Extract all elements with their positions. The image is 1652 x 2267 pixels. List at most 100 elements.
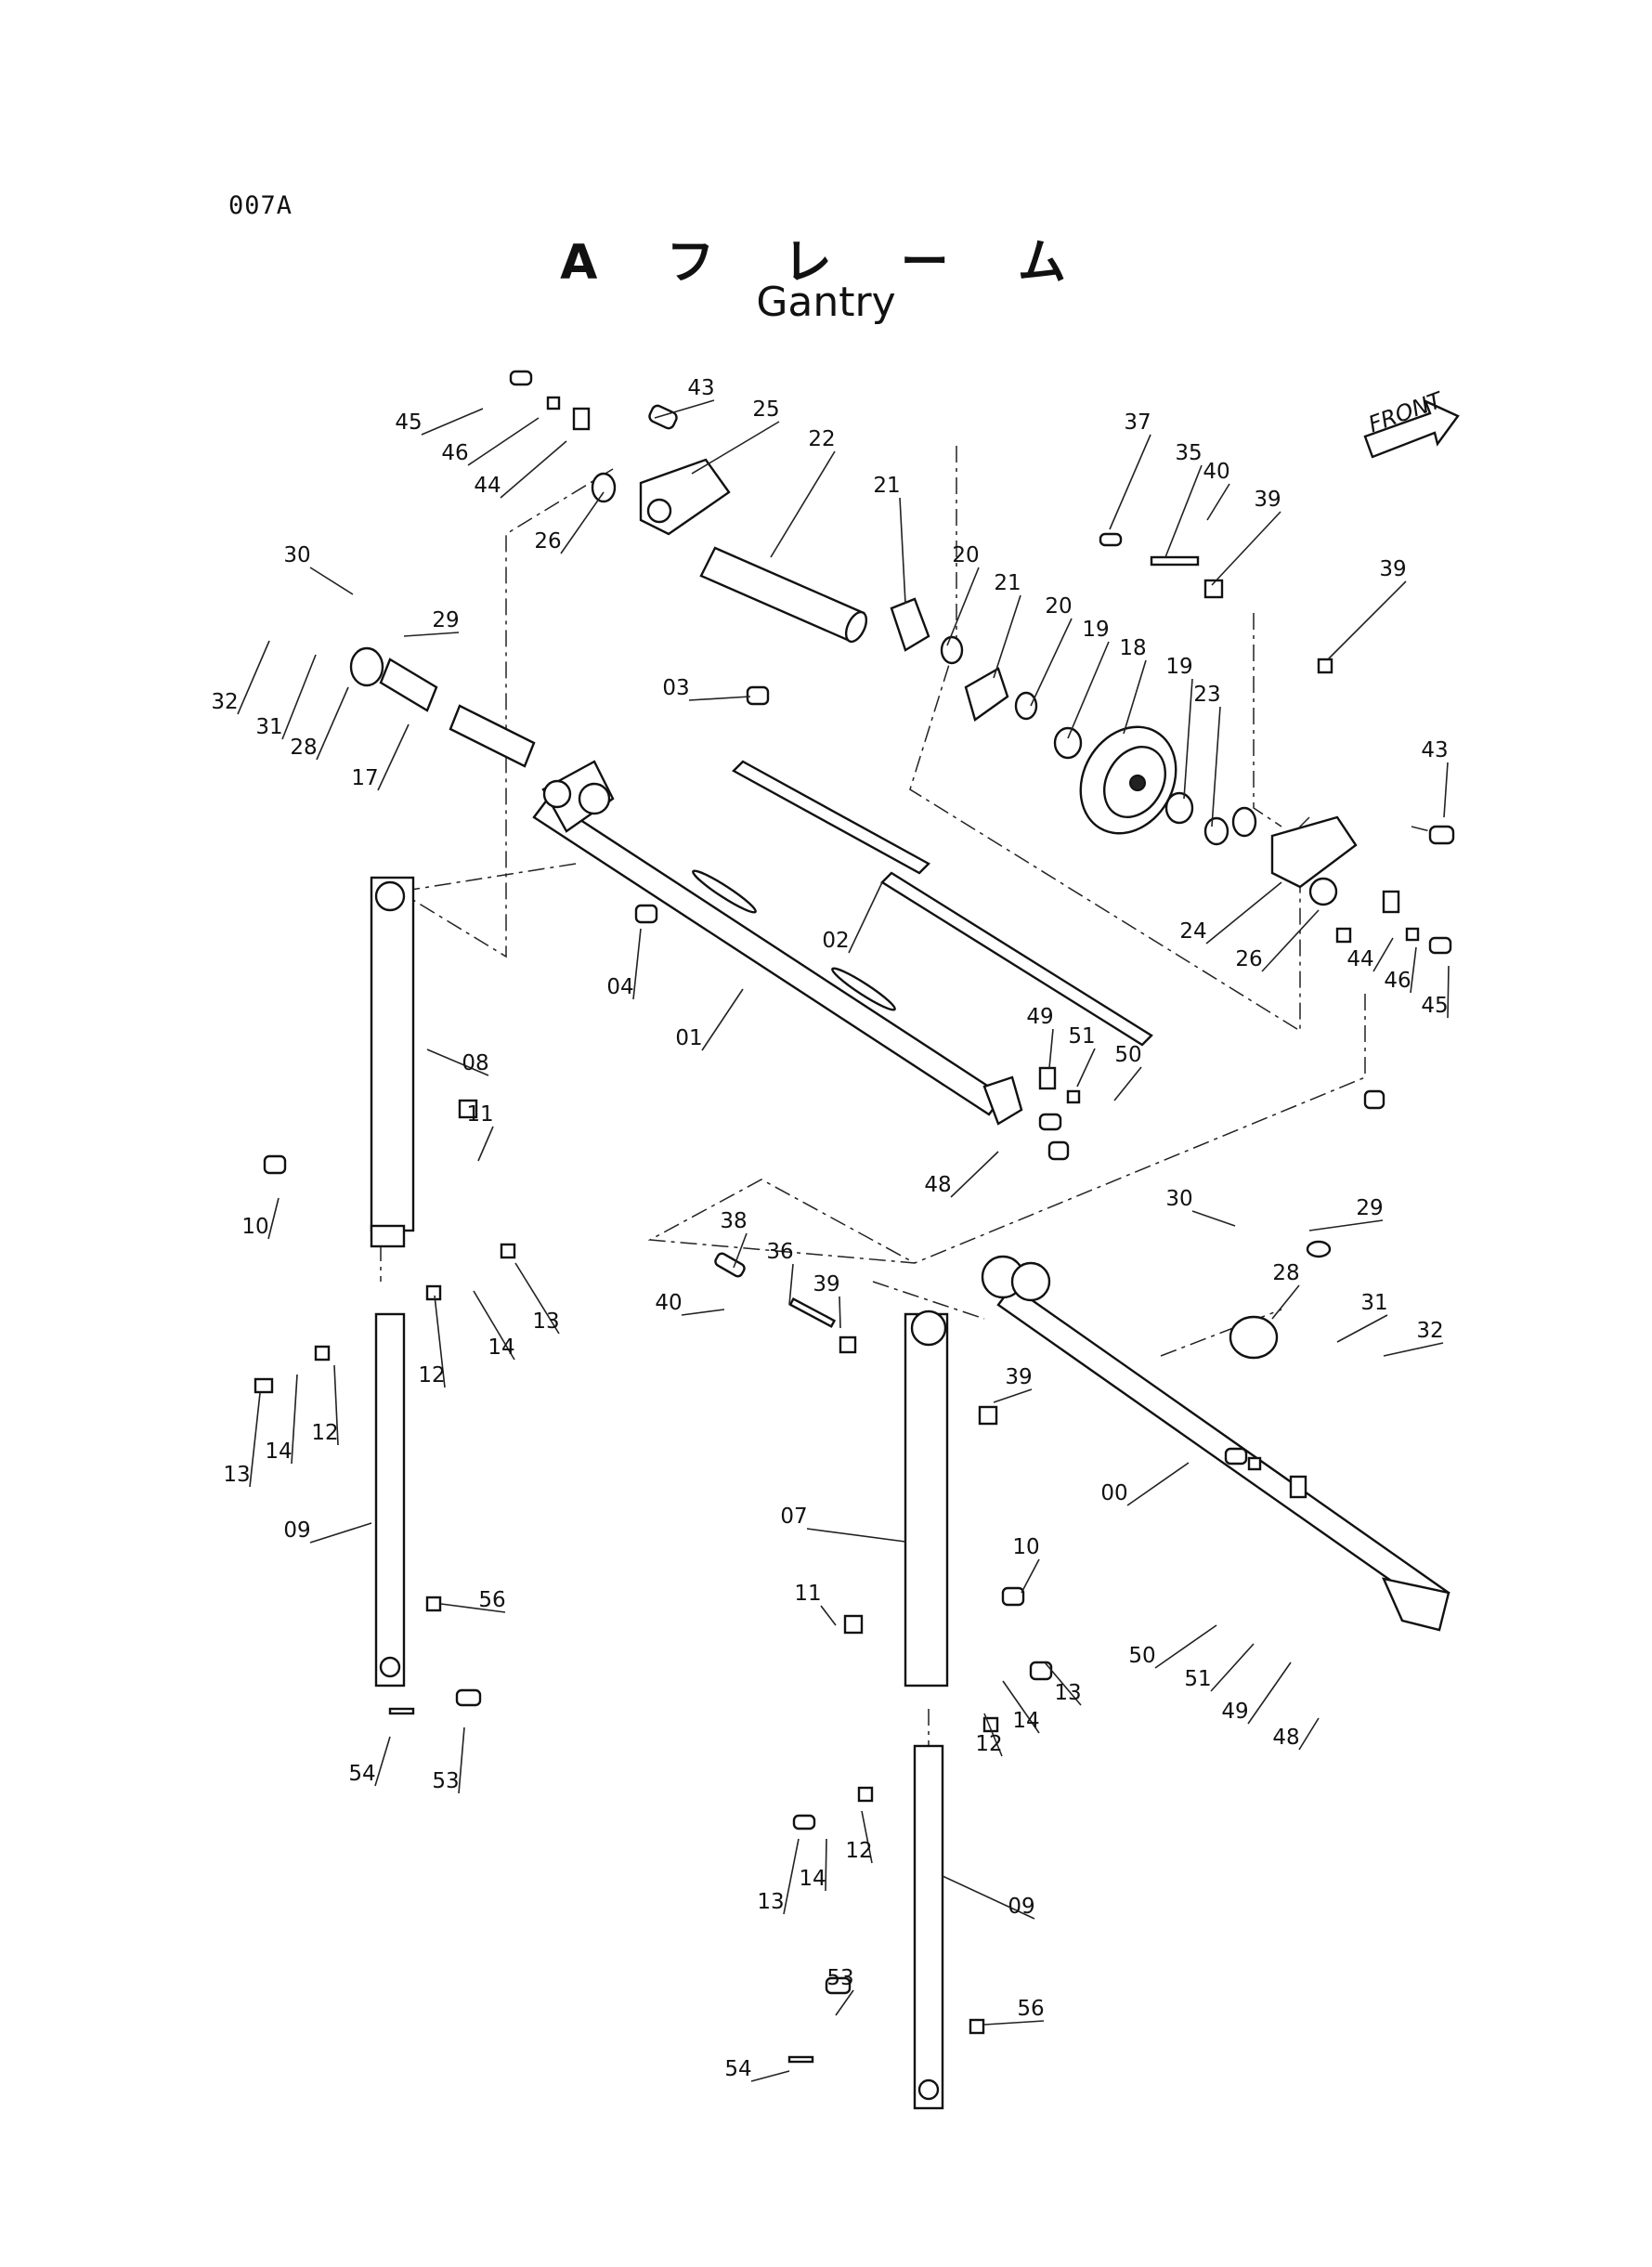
leader-line [267,1197,280,1240]
part-number-label: 56 [478,1588,505,1612]
part-number-label: 14 [265,1440,292,1464]
leader-line [788,1263,794,1306]
part-number-label: 39 [1379,557,1406,581]
part-number-label: 39 [1005,1365,1032,1389]
leader-line [1205,881,1282,945]
leader-line [477,1126,494,1162]
part-number-label: 51 [1184,1667,1211,1691]
leader-line [434,1295,446,1388]
leader-line [1327,580,1407,660]
part-number-label: 54 [724,2057,751,2081]
page-title-japanese: A フ レ ー ム [560,235,1092,291]
part-22-shaft [699,546,868,644]
part-24-bracket [1270,815,1358,889]
leader-line [309,1522,372,1544]
part-number-label: 35 [1175,441,1202,465]
part-number-label: 53 [432,1769,459,1793]
part-number-label: 46 [441,441,468,465]
part-number-label: 12 [845,1839,872,1863]
leader-line [942,1875,1035,1920]
part-number-label: 02 [822,929,849,953]
leader-line [1308,1219,1384,1231]
leader-line [377,723,410,791]
leader-line [839,1296,841,1329]
part-number-label: 14 [488,1335,514,1360]
part-number-label: 11 [466,1102,493,1127]
part-number-label: 11 [794,1582,821,1606]
part-number-label: 10 [1012,1535,1039,1559]
leader-line [1271,1284,1300,1320]
part-number-label: 22 [808,427,835,451]
leader-line [632,928,642,1000]
leader-line [691,421,780,475]
part-number-label: 43 [1421,738,1448,762]
leader-line [1021,1558,1040,1594]
leader-line [249,1392,261,1488]
part-number-label: 56 [1017,1997,1044,2021]
leader-line [1211,511,1281,586]
part-02-plates [732,760,1153,1047]
leader-line [426,1049,489,1076]
leader-line [1113,1066,1142,1101]
part-number-label: 13 [757,1890,784,1914]
part-number-label: 54 [348,1762,375,1786]
small-parts [254,370,1455,2064]
part-number-label: 48 [924,1173,951,1197]
part-number-label: 46 [1384,969,1411,993]
leader-line [848,881,883,954]
leader-line [983,1713,1003,1757]
page-code: 007A [228,191,293,220]
part-09-leg-right [913,1744,944,2110]
part-number-label: 45 [1421,994,1448,1018]
part-number-label: 19 [1165,655,1192,679]
part-number-label: 29 [1356,1196,1383,1220]
page-title: Gantry [756,279,896,326]
part-number-label: 53 [826,1966,853,1990]
leader-line [1261,909,1320,972]
part-number-label: 00 [1100,1481,1127,1505]
leader-line [1410,946,1417,994]
part-number-label: 12 [418,1363,445,1388]
part-number-label: 09 [1008,1895,1034,1919]
leader-line [861,1810,873,1864]
leader-line [237,640,270,715]
part-number-label: 09 [283,1518,310,1543]
leader-line [681,1309,725,1316]
leader-line [770,450,836,558]
leader-line [374,1736,391,1787]
leader-line [473,1290,515,1361]
part-number-label: 44 [1346,947,1373,971]
leader-line [440,1603,506,1613]
part-number-label: 39 [813,1272,839,1296]
part-number-label: 20 [952,543,979,567]
part-number-label: 30 [1165,1187,1192,1211]
part-number-label: 28 [1272,1261,1299,1285]
leader-line [983,2020,1045,2026]
part-number-label: 45 [395,410,422,435]
leader-line [899,497,906,605]
leader-lines [237,399,1450,2082]
part-number-label: 01 [675,1026,702,1050]
leader-line [1164,464,1203,558]
part-number-label: 13 [532,1309,559,1334]
part-number-label: 26 [534,529,561,554]
part-number-label: 14 [799,1867,826,1891]
part-number-label: 49 [1221,1700,1248,1724]
part-number-label: 38 [720,1209,747,1233]
leader-line [1443,762,1449,818]
part-number-label: 08 [462,1051,488,1075]
leader-line [950,1151,999,1198]
leader-line [946,567,980,646]
part-number-label: 28 [290,736,317,760]
part-number-label: 49 [1026,1005,1053,1029]
part-number-label: 23 [1193,683,1220,707]
leader-line [281,654,317,740]
leader-line [1109,434,1151,530]
part-number-label: 50 [1114,1043,1141,1067]
part-label-group: 4546444325222621373540393930292021201918… [211,376,1448,2081]
part-number-label: 31 [255,715,282,739]
leader-line [500,440,567,499]
part-number-label: 19 [1082,618,1109,642]
leader-line [1447,965,1450,1019]
part-number-label: 40 [1203,460,1229,484]
